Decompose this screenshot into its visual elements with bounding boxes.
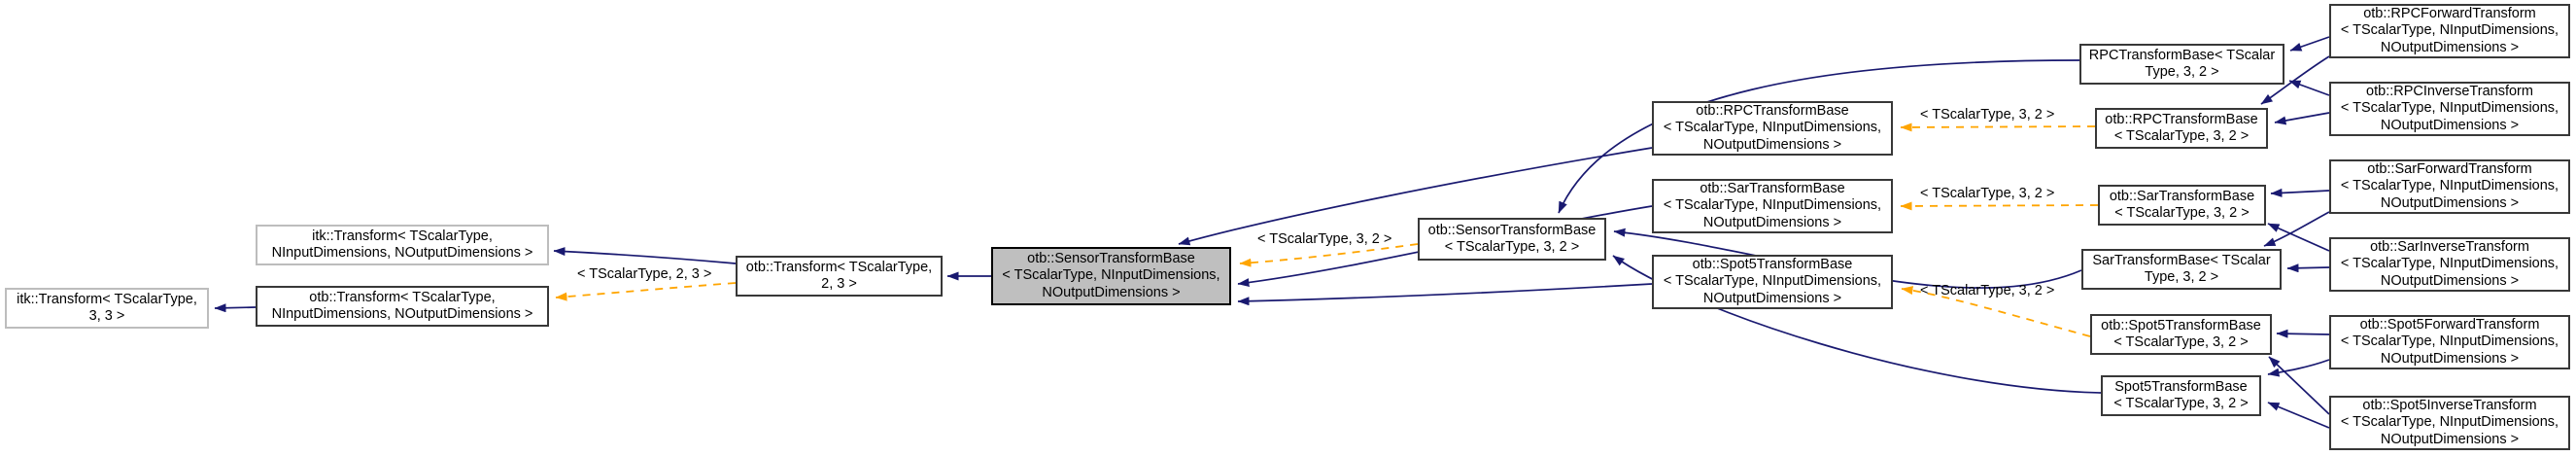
template-args-label-sartransformbase-3-2: < TScalarType, 3, 2 >	[1920, 186, 2055, 201]
template-args-label-transform-2-3: < TScalarType, 2, 3 >	[577, 266, 712, 282]
template-instantiation-edge	[1900, 123, 2096, 132]
class-node-spot5transformbase-3-2[interactable]: Spot5TransformBase < TScalarType, 3, 2 >	[2101, 375, 2261, 416]
class-node-itk-transform-3-3: itk::Transform< TScalarType, 3, 3 >	[5, 288, 209, 329]
template-args-label-spot5transformbase-3-2: < TScalarType, 3, 2 >	[1920, 283, 2055, 298]
inheritance-edge	[1237, 283, 1653, 306]
template-args-label-sensortransformbase-3-2: < TScalarType, 3, 2 >	[1257, 231, 1392, 247]
class-node-otb-sartransformbase[interactable]: otb::SarTransformBase < TScalarType, NIn…	[1652, 179, 1893, 233]
inheritance-edge	[553, 247, 737, 264]
inheritance-edge	[2274, 112, 2330, 125]
template-instantiation-edge	[555, 282, 737, 301]
inheritance-edge	[2263, 211, 2330, 247]
class-node-otb-sensortransformbase: otb::SensorTransformBase < TScalarType, …	[991, 247, 1231, 305]
class-node-otb-transform[interactable]: otb::Transform< TScalarType, NInputDimen…	[256, 286, 549, 327]
inheritance-edge	[2286, 263, 2330, 273]
class-node-otb-transform-2-3[interactable]: otb::Transform< TScalarType, 2, 3 >	[736, 256, 943, 297]
class-node-otb-spot5inversetransform[interactable]: otb::Spot5InverseTransform < TScalarType…	[2329, 396, 2570, 450]
class-node-sartransformbase-3-2[interactable]: SarTransformBase< TScalar Type, 3, 2 >	[2081, 249, 2282, 290]
class-node-otb-rpctransformbase-3-2[interactable]: otb::RPCTransformBase < TScalarType, 3, …	[2095, 108, 2268, 149]
class-node-otb-sensortransformbase-3-2[interactable]: otb::SensorTransformBase < TScalarType, …	[1418, 218, 1606, 261]
class-node-otb-spot5transformbase[interactable]: otb::Spot5TransformBase < TScalarType, N…	[1652, 255, 1893, 309]
class-node-otb-sartransformbase-3-2[interactable]: otb::SarTransformBase < TScalarType, 3, …	[2098, 185, 2266, 226]
inheritance-edge	[2267, 223, 2330, 252]
template-instantiation-edge	[1239, 243, 1419, 267]
inheritance-edge	[2276, 329, 2330, 338]
class-node-otb-rpctransformbase[interactable]: otb::RPCTransformBase < TScalarType, NIn…	[1652, 101, 1893, 156]
class-node-otb-sarforwardtransform[interactable]: otb::SarForwardTransform < TScalarType, …	[2329, 159, 2570, 214]
inheritance-edge	[2267, 359, 2330, 377]
inheritance-edge	[2267, 402, 2330, 429]
template-instantiation-edge	[1901, 286, 2091, 337]
class-node-otb-rpcforwardtransform[interactable]: otb::RPCForwardTransform < TScalarType, …	[2329, 4, 2570, 58]
inheritance-edge	[2268, 356, 2330, 415]
inheritance-edge	[2270, 188, 2330, 197]
inheritance-edge	[2288, 80, 2330, 96]
inheritance-edge	[1178, 147, 1653, 246]
template-instantiation-edge	[1900, 201, 2099, 211]
inheritance-edge	[1558, 59, 2080, 214]
class-node-otb-sarinversetransform[interactable]: otb::SarInverseTransform < TScalarType, …	[2329, 237, 2570, 292]
inheritance-edge	[2289, 36, 2330, 52]
class-node-itk-transform: itk::Transform< TScalarType, NInputDimen…	[256, 225, 549, 265]
class-node-otb-spot5transformbase-3-2[interactable]: otb::Spot5TransformBase < TScalarType, 3…	[2090, 314, 2272, 355]
class-node-otb-rpcinversetransform[interactable]: otb::RPCInverseTransform < TScalarType, …	[2329, 82, 2570, 136]
template-args-label-rpctransformbase-3-2: < TScalarType, 3, 2 >	[1920, 107, 2055, 123]
inheritance-edge	[214, 303, 257, 313]
class-node-otb-spot5forwardtransform[interactable]: otb::Spot5ForwardTransform < TScalarType…	[2329, 315, 2570, 369]
class-node-rpctransformbase-3-2[interactable]: RPCTransformBase< TScalar Type, 3, 2 >	[2079, 44, 2284, 85]
